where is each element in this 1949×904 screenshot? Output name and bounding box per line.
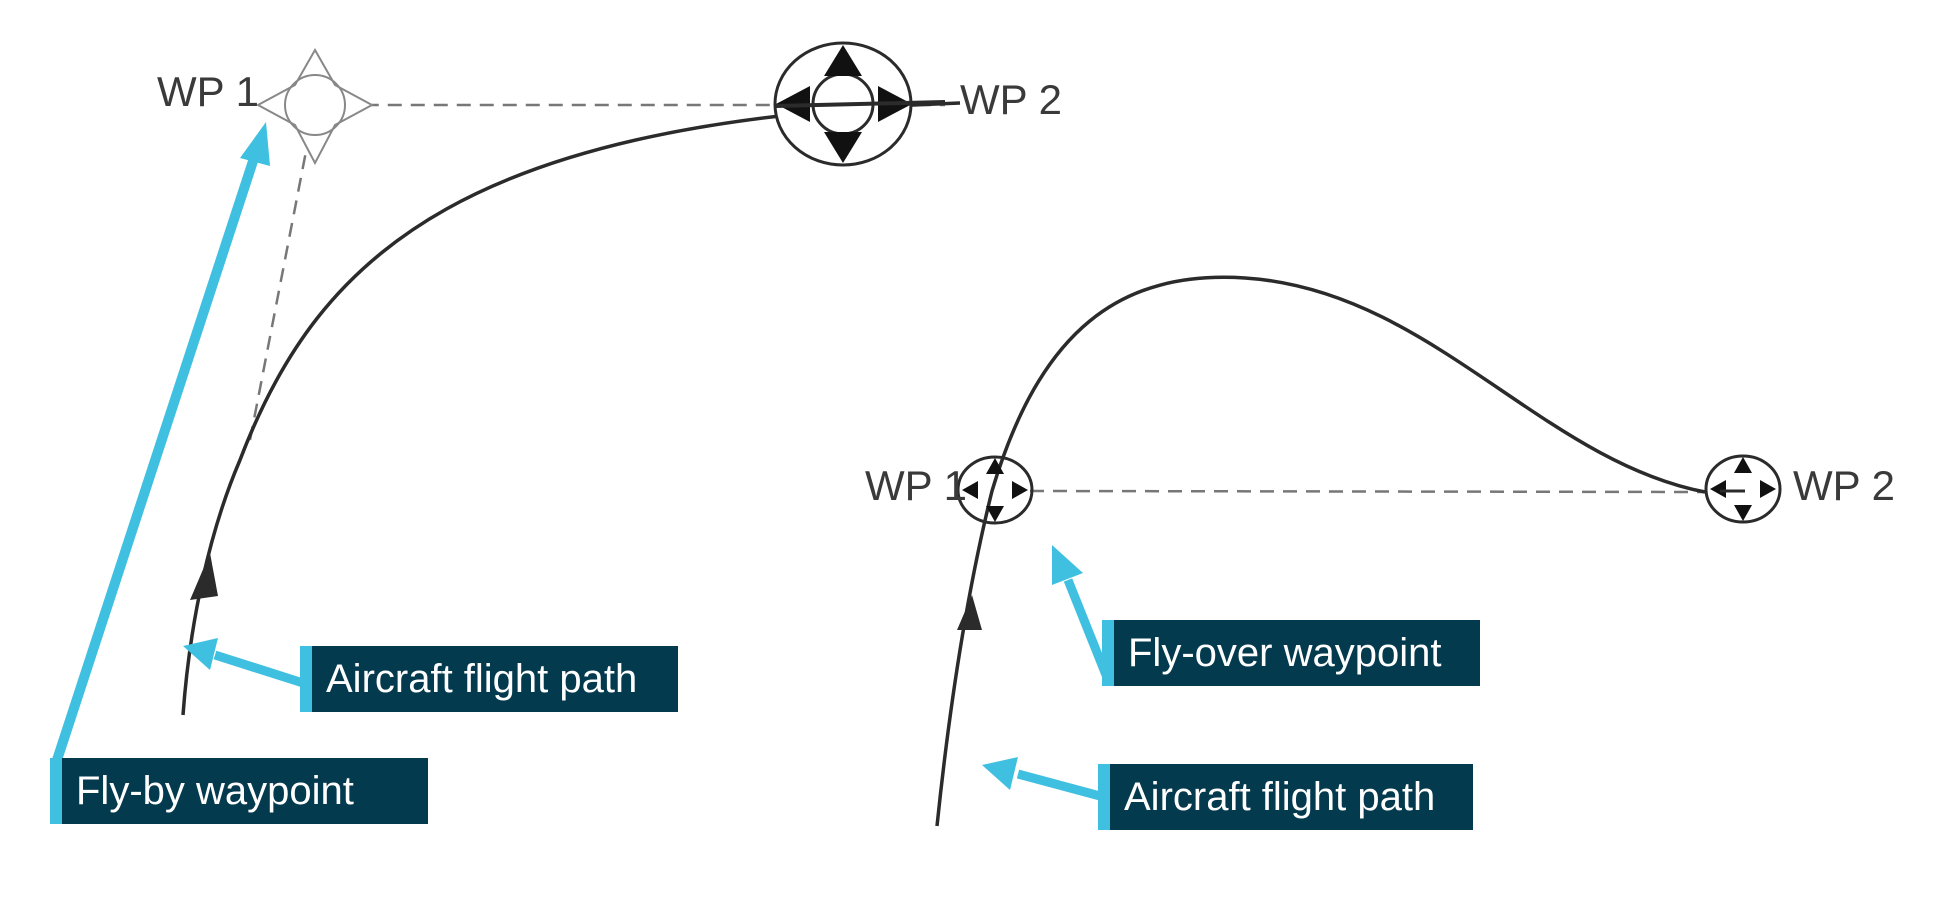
fly-over-wp1-symbol [956, 455, 1034, 525]
fly-over-waypoint-callout: Fly-over waypoint [1102, 620, 1480, 686]
fly-over-waypoint-pointer [1052, 545, 1113, 682]
fly-by-waypoint-callout: Fly-by waypoint [50, 758, 428, 824]
fly-by-reference-track [248, 103, 945, 441]
fly-over-reference-track [1029, 489, 1706, 494]
fly-by-wp1-label: WP 1 [157, 68, 259, 115]
fly-over-path-arrowhead [957, 595, 982, 630]
fly-by-wp2-label: WP 2 [960, 76, 1062, 123]
fly-over-flight-path [935, 275, 1706, 827]
fly-by-diagram: WP 1 WP 2 [52, 41, 1062, 762]
fly-by-flight-path [181, 101, 961, 716]
fly-over-diagram: WP 1 WP 2 [865, 275, 1895, 827]
fly-by-path-callout: Aircraft flight path [300, 646, 678, 712]
fly-over-path-pointer [982, 757, 1102, 801]
fly-over-wp2-symbol [1704, 454, 1782, 524]
fly-by-path-arrowhead [190, 553, 218, 600]
fly-over-wp2-label: WP 2 [1793, 462, 1895, 509]
fly-over-wp1-label: WP 1 [865, 462, 967, 509]
fly-over-path-callout: Aircraft flight path [1098, 764, 1473, 830]
fly-by-path-pointer [183, 638, 305, 688]
fly-by-waypoint-pointer [52, 122, 270, 762]
fly-by-waypoint-symbol [255, 47, 375, 166]
fly-by-wp2-symbol [773, 41, 946, 167]
